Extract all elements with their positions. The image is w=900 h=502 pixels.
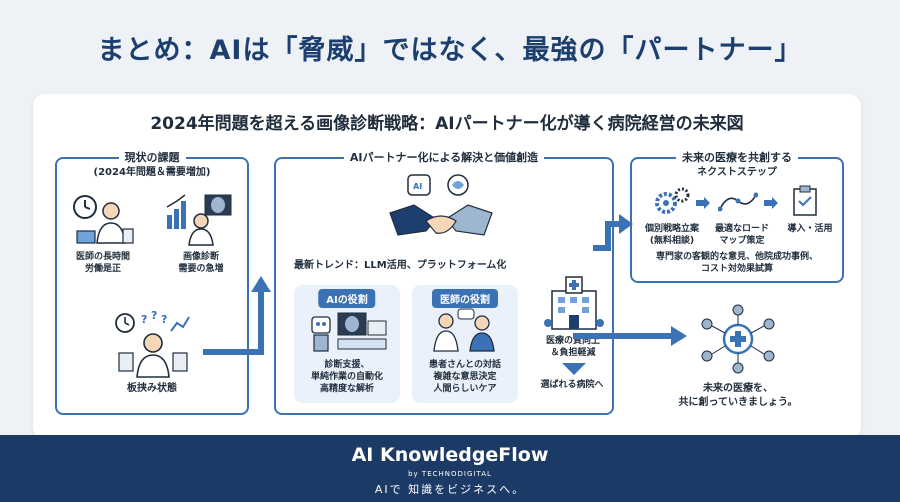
doctor-role-description: 患者さんとの対話 複雑な意思決定 人間らしいケア bbox=[429, 360, 501, 394]
handshake-icon: AI bbox=[389, 174, 493, 236]
next-steps-note: 専門家の客観的な意見、他院成功事例、 コスト対効果試算 bbox=[655, 252, 818, 274]
slide-title: まとめ：AIは「脅威」ではなく、最強の「パートナー」 bbox=[97, 35, 803, 66]
roadmap-icon bbox=[718, 192, 758, 212]
issue-long-hours: 医師の長時間 労働是正 bbox=[75, 252, 130, 274]
svg-text:AI: AI bbox=[413, 182, 422, 191]
dilemma-label: 板挟み状態 bbox=[127, 383, 177, 394]
svg-text:?: ? bbox=[151, 309, 157, 322]
future-message: 未来の医療を、 共に創っていきましょう。 bbox=[678, 383, 798, 408]
next-steps-panel: 未来の医療を共創する ネクストステップ 個別戦略立案 (無料相談) bbox=[630, 151, 844, 283]
footer-by-line: by TECHNODIGITAL bbox=[408, 470, 492, 478]
svg-text:?: ? bbox=[161, 313, 167, 326]
solution-heading: AIパートナー化による解決と価値創造 bbox=[276, 151, 612, 165]
footer-brand: AI KnowledgeFlow bbox=[351, 444, 549, 466]
step-roadmap: 最適なロード マップ策定 bbox=[714, 224, 769, 246]
doctor-role-title: 医師の役割 bbox=[432, 289, 498, 308]
flow-arrows bbox=[203, 214, 687, 355]
step-arrow-icon bbox=[696, 197, 710, 209]
card-title: 2024年問題を超える画像診断戦略：AIパートナー化が導く病院経営の未来図 bbox=[150, 114, 744, 134]
clipboard-icon bbox=[793, 185, 817, 216]
footer-banner: AI KnowledgeFlow by TECHNODIGITAL AIで 知識… bbox=[0, 435, 900, 502]
trend-text: 最新トレンド：LLM活用、プラットフォーム化 bbox=[294, 260, 507, 271]
overworked-doctor-icon bbox=[73, 195, 134, 244]
step-arrow-icon-2 bbox=[764, 197, 778, 209]
doctor-role-box: 医師の役割 患者さんとの対話 複雑な意思決定 人間らしいケア bbox=[412, 285, 518, 403]
gears-icon bbox=[655, 187, 690, 214]
solution-panel: AIパートナー化による解決と価値創造 AI 最新トレンド：LLM活用、プラットフ… bbox=[274, 151, 614, 415]
step-strategy: 個別戦略立案 (無料相談) bbox=[644, 224, 699, 246]
ai-role-description: 診断支援、 単純作業の自動化 高精度な解析 bbox=[310, 360, 383, 394]
ai-role-box: AIの役割 診断支援、 単純作業の自動化 高精度な解析 bbox=[294, 285, 400, 403]
current-issues-heading: 現状の課題 bbox=[57, 151, 247, 165]
diagnosis-demand-icon bbox=[166, 194, 232, 246]
doctor-patient-icon bbox=[433, 308, 495, 352]
svg-text:?: ? bbox=[141, 313, 147, 326]
future-medical-network-icon bbox=[701, 304, 775, 374]
step-implementation: 導入・活用 bbox=[787, 224, 833, 234]
issue-demand-increase: 画像診断 需要の急増 bbox=[178, 252, 224, 274]
summary-card: 2024年問題を超える画像診断戦略：AIパートナー化が導く病院経営の未来図 現状… bbox=[33, 94, 861, 439]
chosen-hospital-text: 選ばれる病院へ bbox=[540, 380, 604, 390]
dilemma-doctor-icon: ? ? ? bbox=[115, 309, 190, 378]
footer-tagline: AIで 知識をビジネスへ。 bbox=[374, 483, 526, 496]
quality-improvement-text: 医療の質向上 ＆負担軽減 bbox=[545, 336, 600, 358]
next-steps-heading: 未来の医療を共創する bbox=[632, 151, 842, 165]
next-steps-subheading: ネクストステップ bbox=[697, 167, 777, 178]
current-issues-subheading: (2024年問題＆需要増加) bbox=[93, 167, 211, 178]
ai-robot-icon bbox=[311, 312, 387, 352]
ai-role-title: AIの役割 bbox=[318, 289, 376, 308]
current-issues-panel: 現状の課題 (2024年問題＆需要増加) 医師の長時間 労働是正 bbox=[55, 151, 249, 415]
down-arrow-icon bbox=[562, 363, 586, 375]
hospital-icon bbox=[544, 276, 604, 330]
